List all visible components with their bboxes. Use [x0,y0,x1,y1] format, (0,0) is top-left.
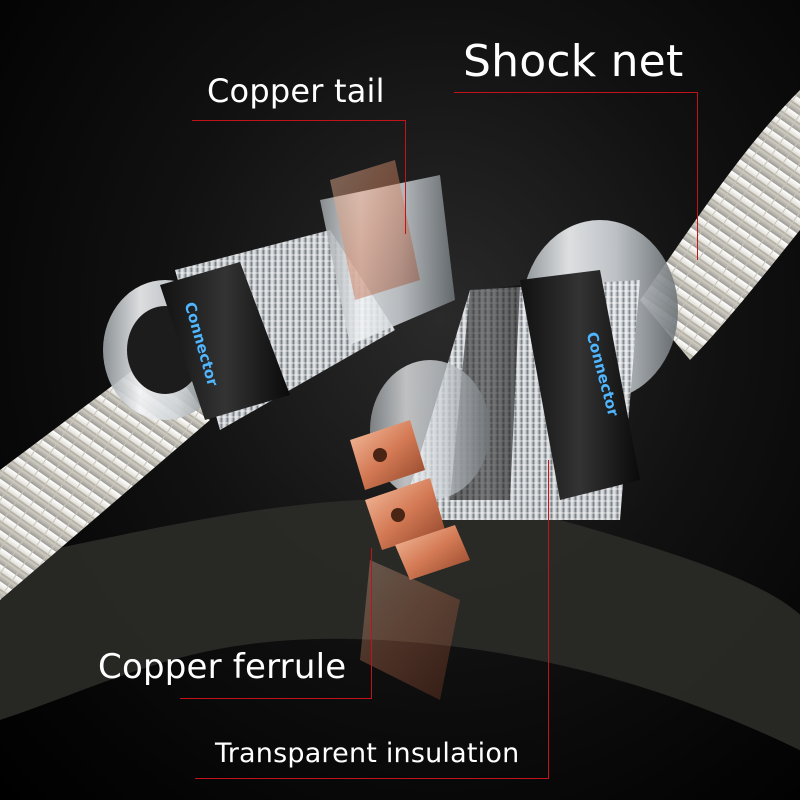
transparent-insulation-label: Transparent insulation [215,738,520,769]
insulation-line-v [548,460,549,779]
shock-net-label: Shock net [463,36,684,87]
copper-tail-label: Copper tail [207,72,385,110]
shock-net-line-h [454,92,698,93]
shock-net-line-v [697,92,698,260]
table-reflection [360,560,460,700]
copper-ferrule-label: Copper ferrule [98,647,347,687]
copper-tail-line-h [192,120,406,121]
iec-connector [103,160,455,430]
braided-cable-right [640,90,800,360]
copper-ferrule-line-h [180,698,372,699]
us-plug [350,220,678,580]
insulation-line-h [195,778,549,779]
copper-tail-line-v [405,120,406,234]
copper-ferrule-line-v [371,548,372,699]
